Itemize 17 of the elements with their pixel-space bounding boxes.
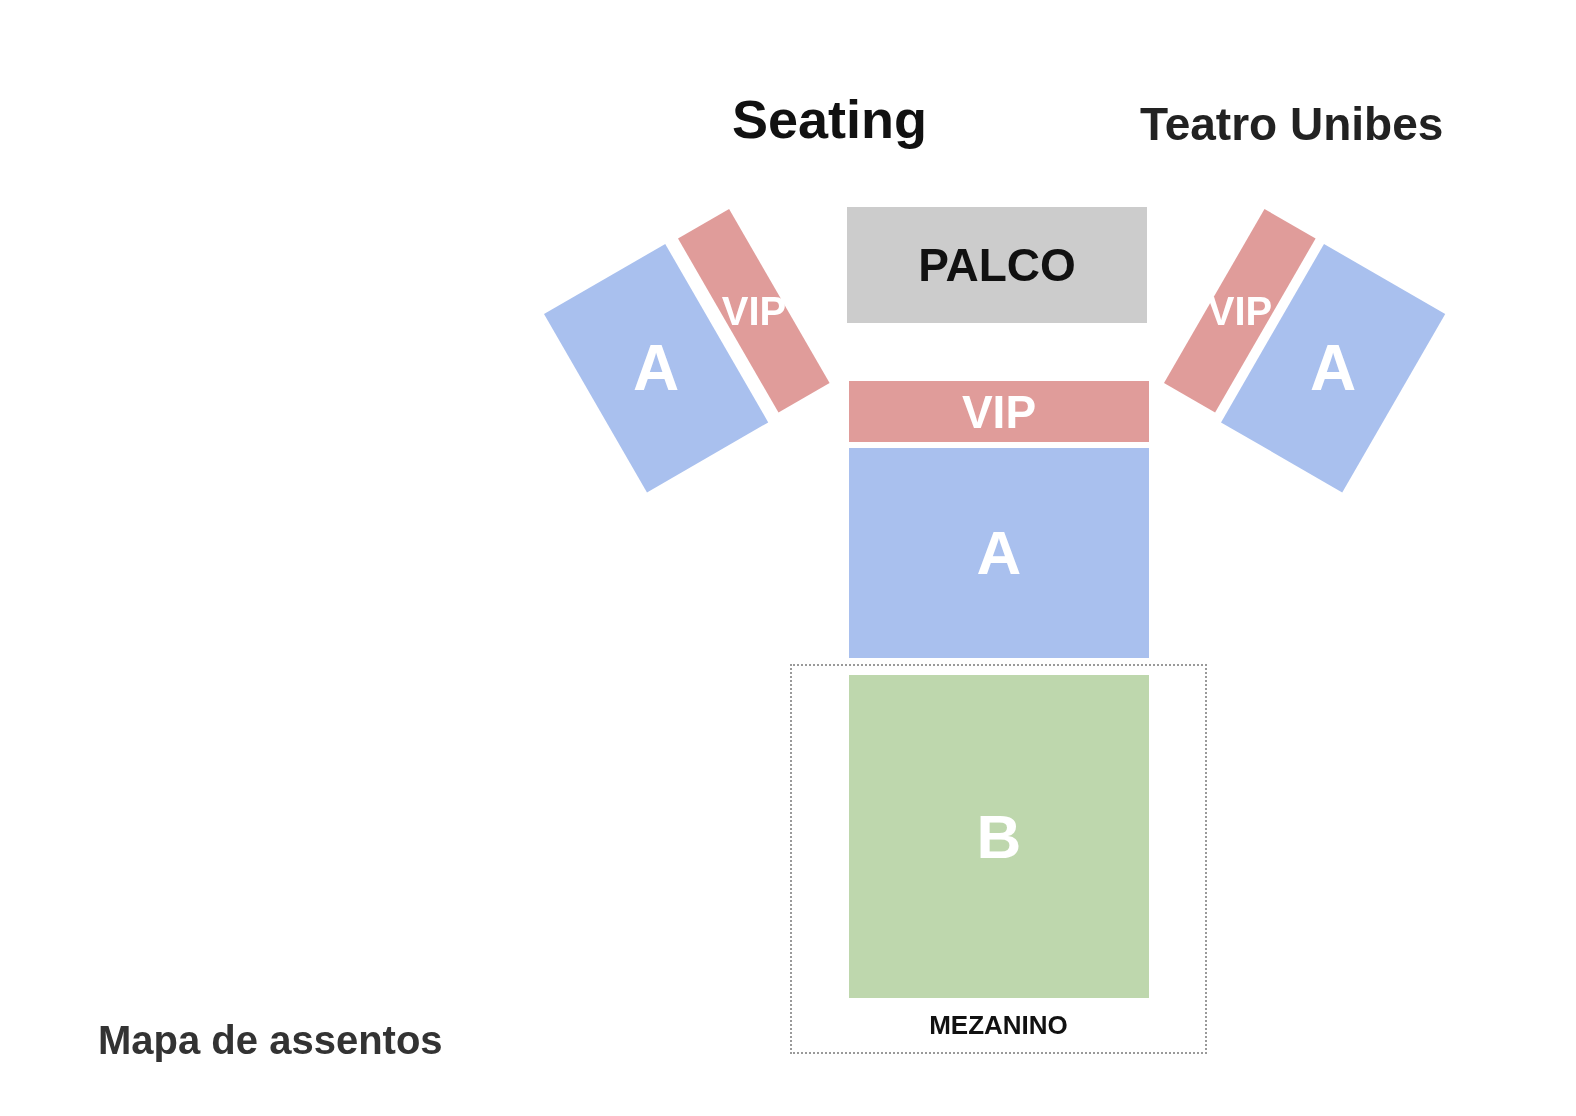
header-title: Seating (732, 88, 928, 151)
stage-label: PALCO (918, 242, 1076, 288)
section-label: VIP (721, 291, 787, 331)
section-label: A (632, 336, 680, 400)
venue-name: Teatro Unibes (1140, 98, 1444, 151)
section-label: VIP (961, 388, 1037, 435)
section-label: A (976, 522, 1022, 584)
section-label: A (1309, 336, 1357, 400)
seating-section (849, 675, 1149, 998)
map-caption: Mapa de assentos (98, 1017, 443, 1063)
section-label: B (976, 805, 1022, 868)
stage-area (847, 207, 1147, 323)
mezzanine-outline (790, 664, 1207, 1054)
seating-section (849, 448, 1149, 658)
seating-section (849, 381, 1149, 442)
section-label: VIP (1207, 291, 1273, 331)
area-label: MEZANINO (929, 1012, 1068, 1038)
